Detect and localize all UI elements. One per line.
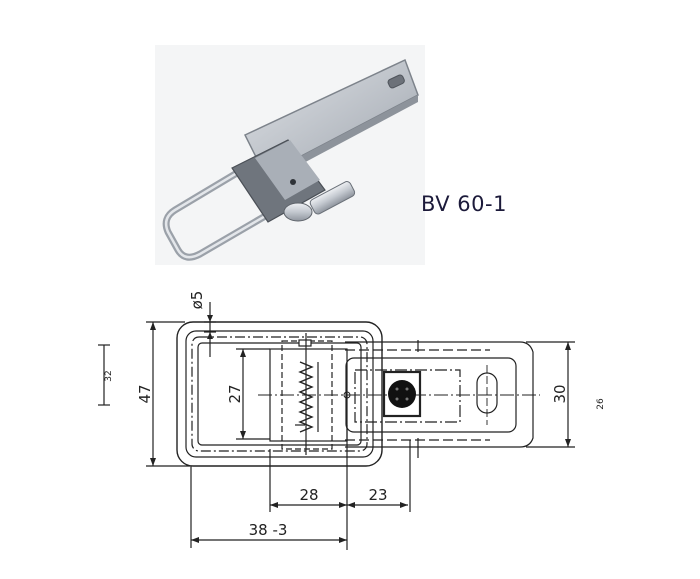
dim-offset-left: 28	[299, 486, 318, 504]
dim-right-small: 26	[596, 398, 606, 410]
screw-head-icon	[388, 380, 416, 408]
dim-left-small: 32	[104, 370, 114, 381]
model-label: BV 60-1	[421, 192, 507, 216]
dim-total-length: 38 -3	[249, 521, 288, 539]
dim-plate-width: 30	[551, 384, 569, 403]
dim-overall-height: 47	[136, 384, 154, 403]
technical-drawing: ø5 47 27 30 28 23 38 -3 32 26	[0, 280, 700, 574]
dim-hole-diameter: ø5	[188, 291, 206, 310]
dim-offset-right: 23	[368, 486, 387, 504]
latch-product-photo	[150, 40, 430, 270]
latch-photo-illustration	[155, 45, 425, 265]
latch-dimension-drawing: ø5 47 27 30 28 23 38 -3 32 26	[98, 291, 606, 550]
dim-inner-height: 27	[226, 384, 244, 403]
